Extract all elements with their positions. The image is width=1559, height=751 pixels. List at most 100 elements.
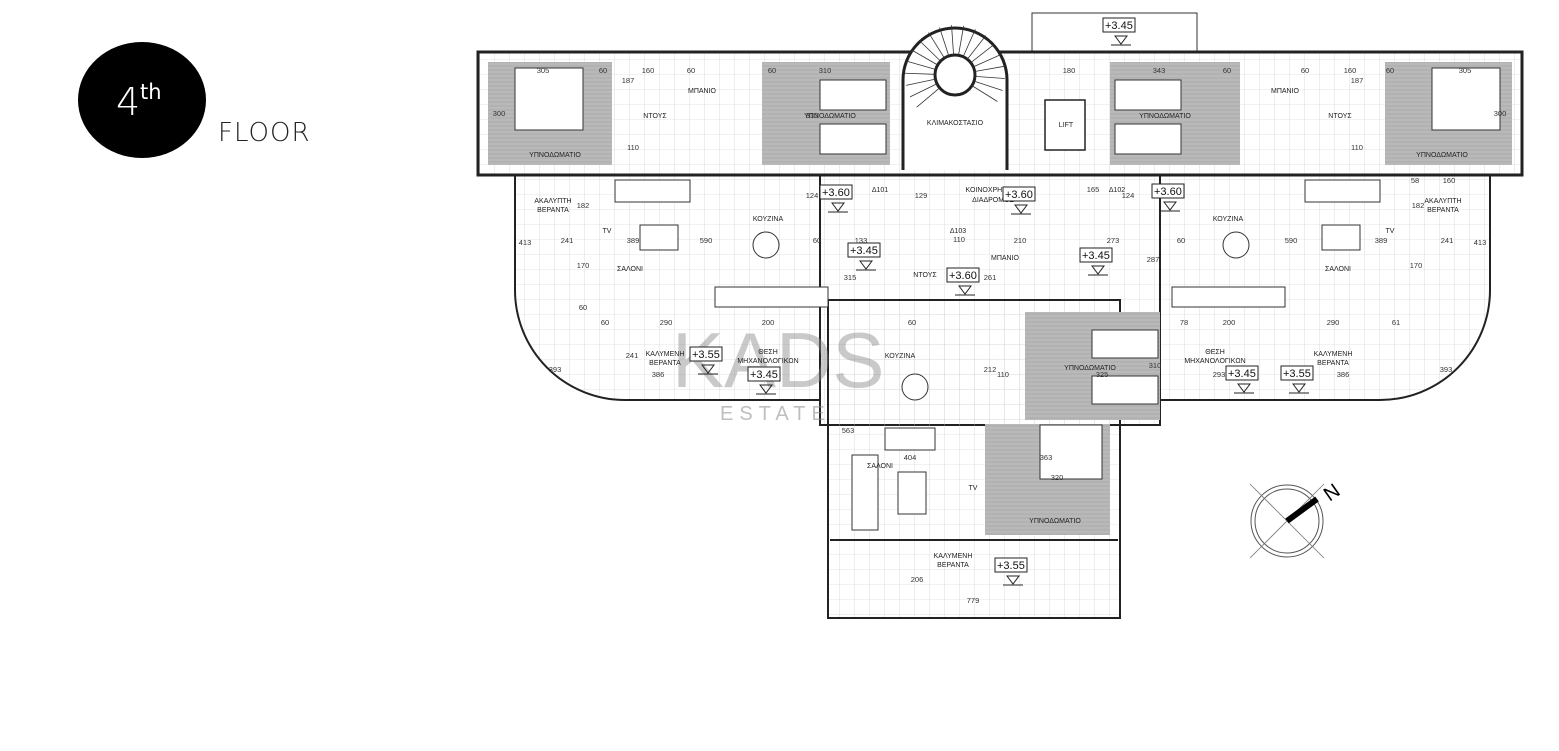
level-triangle-icon bbox=[828, 202, 848, 213]
dimension-label: 590 bbox=[1285, 236, 1298, 245]
dimension-label: 160 bbox=[1344, 66, 1357, 75]
level-triangle-icon bbox=[856, 260, 876, 271]
room-label: ΝΤΟΥΣ bbox=[643, 113, 667, 120]
dimension-label: 310 bbox=[819, 66, 832, 75]
elevation-marker: +3.45 bbox=[1225, 365, 1259, 394]
dimension-label: 160 bbox=[642, 66, 655, 75]
dimension-label: 210 bbox=[1014, 236, 1027, 245]
elevation-marker: +3.45 bbox=[1079, 247, 1113, 276]
dimension-label: 212 bbox=[984, 365, 997, 374]
elevation-value: +3.55 bbox=[997, 560, 1025, 572]
dimension-label: 60 bbox=[1301, 66, 1309, 75]
dimension-label: 60 bbox=[687, 66, 695, 75]
elevation-marker: +3.60 bbox=[946, 267, 980, 296]
room-label: ΥΠΝΟΔΩΜΑΤΙΟ bbox=[1139, 113, 1191, 120]
room-label: ΥΠΝΟΔΩΜΑΤΙΟ bbox=[1029, 518, 1081, 525]
dimension-label: 60 bbox=[601, 318, 609, 327]
dimension-label: 200 bbox=[1223, 318, 1236, 327]
dimension-label: 60 bbox=[908, 318, 916, 327]
dimension-label: 310 bbox=[1149, 361, 1162, 370]
level-triangle-icon bbox=[1160, 201, 1180, 212]
dimension-label: 60 bbox=[599, 66, 607, 75]
dimension-label: 170 bbox=[1410, 261, 1423, 270]
room-label: ΘΕΣΗ bbox=[758, 349, 778, 356]
dimension-label: 389 bbox=[1375, 236, 1388, 245]
dimension-label: 413 bbox=[519, 238, 532, 247]
elevation-marker: +3.45 bbox=[747, 366, 781, 395]
dimension-label: 200 bbox=[762, 318, 775, 327]
dimension-label: 305 bbox=[1459, 66, 1472, 75]
room-label: ΣΑΛΟΝΙ bbox=[617, 266, 643, 273]
elevation-value: +3.45 bbox=[1082, 250, 1110, 262]
dimension-label: 290 bbox=[1327, 318, 1340, 327]
dimension-label: 310 bbox=[806, 111, 819, 120]
dimension-label: 241 bbox=[561, 236, 574, 245]
dimension-label: 273 bbox=[1107, 236, 1120, 245]
room-label: ΝΤΟΥΣ bbox=[913, 272, 937, 279]
dimension-label: 413 bbox=[1474, 238, 1487, 247]
room-label: LIFT bbox=[1059, 122, 1074, 129]
room-label: ΜΠΑΝΙΟ bbox=[688, 88, 717, 95]
dimension-label: 129 bbox=[915, 191, 928, 200]
level-triangle-icon bbox=[1011, 204, 1031, 215]
dimension-label: 315 bbox=[844, 273, 857, 282]
level-triangle-icon bbox=[1289, 383, 1309, 394]
room-label: ΥΠΝΟΔΩΜΑΤΙΟ bbox=[804, 113, 856, 120]
dimension-label: 393 bbox=[549, 365, 562, 374]
elevation-marker: +3.45 bbox=[847, 242, 881, 271]
dimension-label: 305 bbox=[537, 66, 550, 75]
room-label: ΚΑΛΥΜΕΝΗ bbox=[1314, 351, 1353, 358]
dimension-label: 325 bbox=[1096, 370, 1109, 379]
dimension-label: 293 bbox=[1213, 370, 1226, 379]
dimension-label: 779 bbox=[967, 596, 980, 605]
dimension-label: 386 bbox=[652, 370, 665, 379]
dimension-label: 180 bbox=[1063, 66, 1076, 75]
room-label: ΣΑΛΟΝΙ bbox=[867, 463, 893, 470]
dimension-label: 124 bbox=[1122, 191, 1135, 200]
elevation-value: +3.45 bbox=[1228, 368, 1256, 380]
dimension-label: 60 bbox=[579, 303, 587, 312]
dimension-label: 110 bbox=[1351, 143, 1363, 152]
room-label: ΚΑΛΥΜΕΝΗ bbox=[646, 351, 685, 358]
dimension-label: 187 bbox=[1351, 76, 1364, 85]
elevation-value: +3.55 bbox=[692, 349, 720, 361]
room-label: ΑΚΑΛΥΠΤΗ bbox=[534, 198, 571, 205]
room-label: Δ102 bbox=[1109, 187, 1125, 194]
dimension-label: 300 bbox=[1494, 109, 1507, 118]
dimension-label: 110 bbox=[627, 143, 639, 152]
level-triangle-icon bbox=[1088, 265, 1108, 276]
dimension-label: 320 bbox=[1051, 473, 1064, 482]
dimension-label: 206 bbox=[911, 575, 924, 584]
room-label: ΚΟΥΖΙΝΑ bbox=[1213, 216, 1244, 223]
room-label: ΝΤΟΥΣ bbox=[1328, 113, 1352, 120]
dimension-label: 182 bbox=[1412, 201, 1425, 210]
level-triangle-icon bbox=[1234, 383, 1254, 394]
elevation-value: +3.60 bbox=[1154, 186, 1182, 198]
elevation-value: +3.60 bbox=[822, 187, 850, 199]
level-triangle-icon bbox=[1003, 575, 1023, 586]
dimension-label: 389 bbox=[627, 236, 640, 245]
elevation-marker: +3.60 bbox=[1002, 186, 1036, 215]
floor-label: FLOOR bbox=[218, 118, 311, 148]
elevation-value: +3.45 bbox=[750, 369, 778, 381]
dimension-label: 160 bbox=[1443, 176, 1456, 185]
elevation-value: +3.45 bbox=[850, 245, 878, 257]
room-label: ΒΕΡΑΝΤΑ bbox=[649, 360, 681, 367]
room-label: ΚΛΙΜΑΚΟΣΤΑΣΙΟ bbox=[927, 120, 984, 127]
room-label: ΥΠΝΟΔΩΜΑΤΙΟ bbox=[529, 152, 581, 159]
level-triangle-icon bbox=[1111, 35, 1131, 46]
dimension-label: 261 bbox=[984, 273, 997, 282]
dimension-label: 290 bbox=[660, 318, 673, 327]
room-label: TV bbox=[969, 485, 978, 492]
dimension-label: 124 bbox=[806, 191, 819, 200]
room-label: ΚΟΥΖΙΝΑ bbox=[885, 353, 916, 360]
dimension-label: 60 bbox=[768, 66, 776, 75]
room-label: ΜΠΑΝΙΟ bbox=[1271, 88, 1300, 95]
room-label: ΒΕΡΑΝΤΑ bbox=[1427, 207, 1459, 214]
dimension-label: 60 bbox=[1386, 66, 1394, 75]
dimension-label: 110 bbox=[997, 370, 1009, 379]
elevation-marker: +3.60 bbox=[1151, 183, 1185, 212]
room-label: Δ101 bbox=[872, 187, 888, 194]
dimension-label: 404 bbox=[904, 453, 917, 462]
